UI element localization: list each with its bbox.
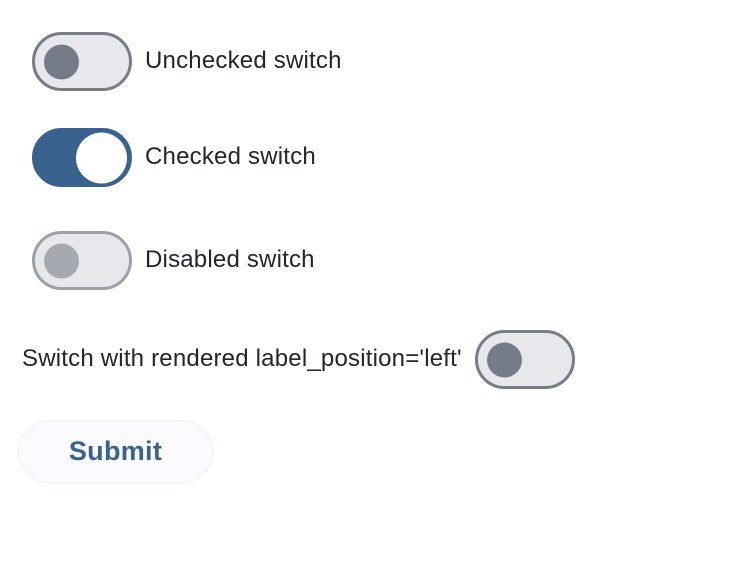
disabled-switch-row: Disabled switch (32, 231, 315, 290)
unchecked-switch-row: Unchecked switch (32, 32, 342, 91)
checked-switch-label: Checked switch (145, 143, 316, 171)
unchecked-switch-label: Unchecked switch (145, 47, 342, 75)
submit-button[interactable]: Submit (18, 420, 213, 483)
left-label-switch-row: Switch with rendered label_position='lef… (22, 330, 575, 389)
disabled-switch (32, 231, 132, 290)
switch-knob (44, 44, 79, 79)
switch-knob (76, 132, 127, 183)
disabled-switch-label: Disabled switch (145, 246, 315, 274)
switch-knob (44, 243, 79, 278)
checked-switch[interactable] (32, 128, 132, 187)
switch-knob (486, 342, 522, 377)
unchecked-switch[interactable] (32, 32, 132, 91)
left-label-switch-label: Switch with rendered label_position='lef… (22, 345, 462, 373)
checked-switch-row: Checked switch (32, 128, 316, 187)
left-label-switch[interactable] (474, 330, 575, 389)
